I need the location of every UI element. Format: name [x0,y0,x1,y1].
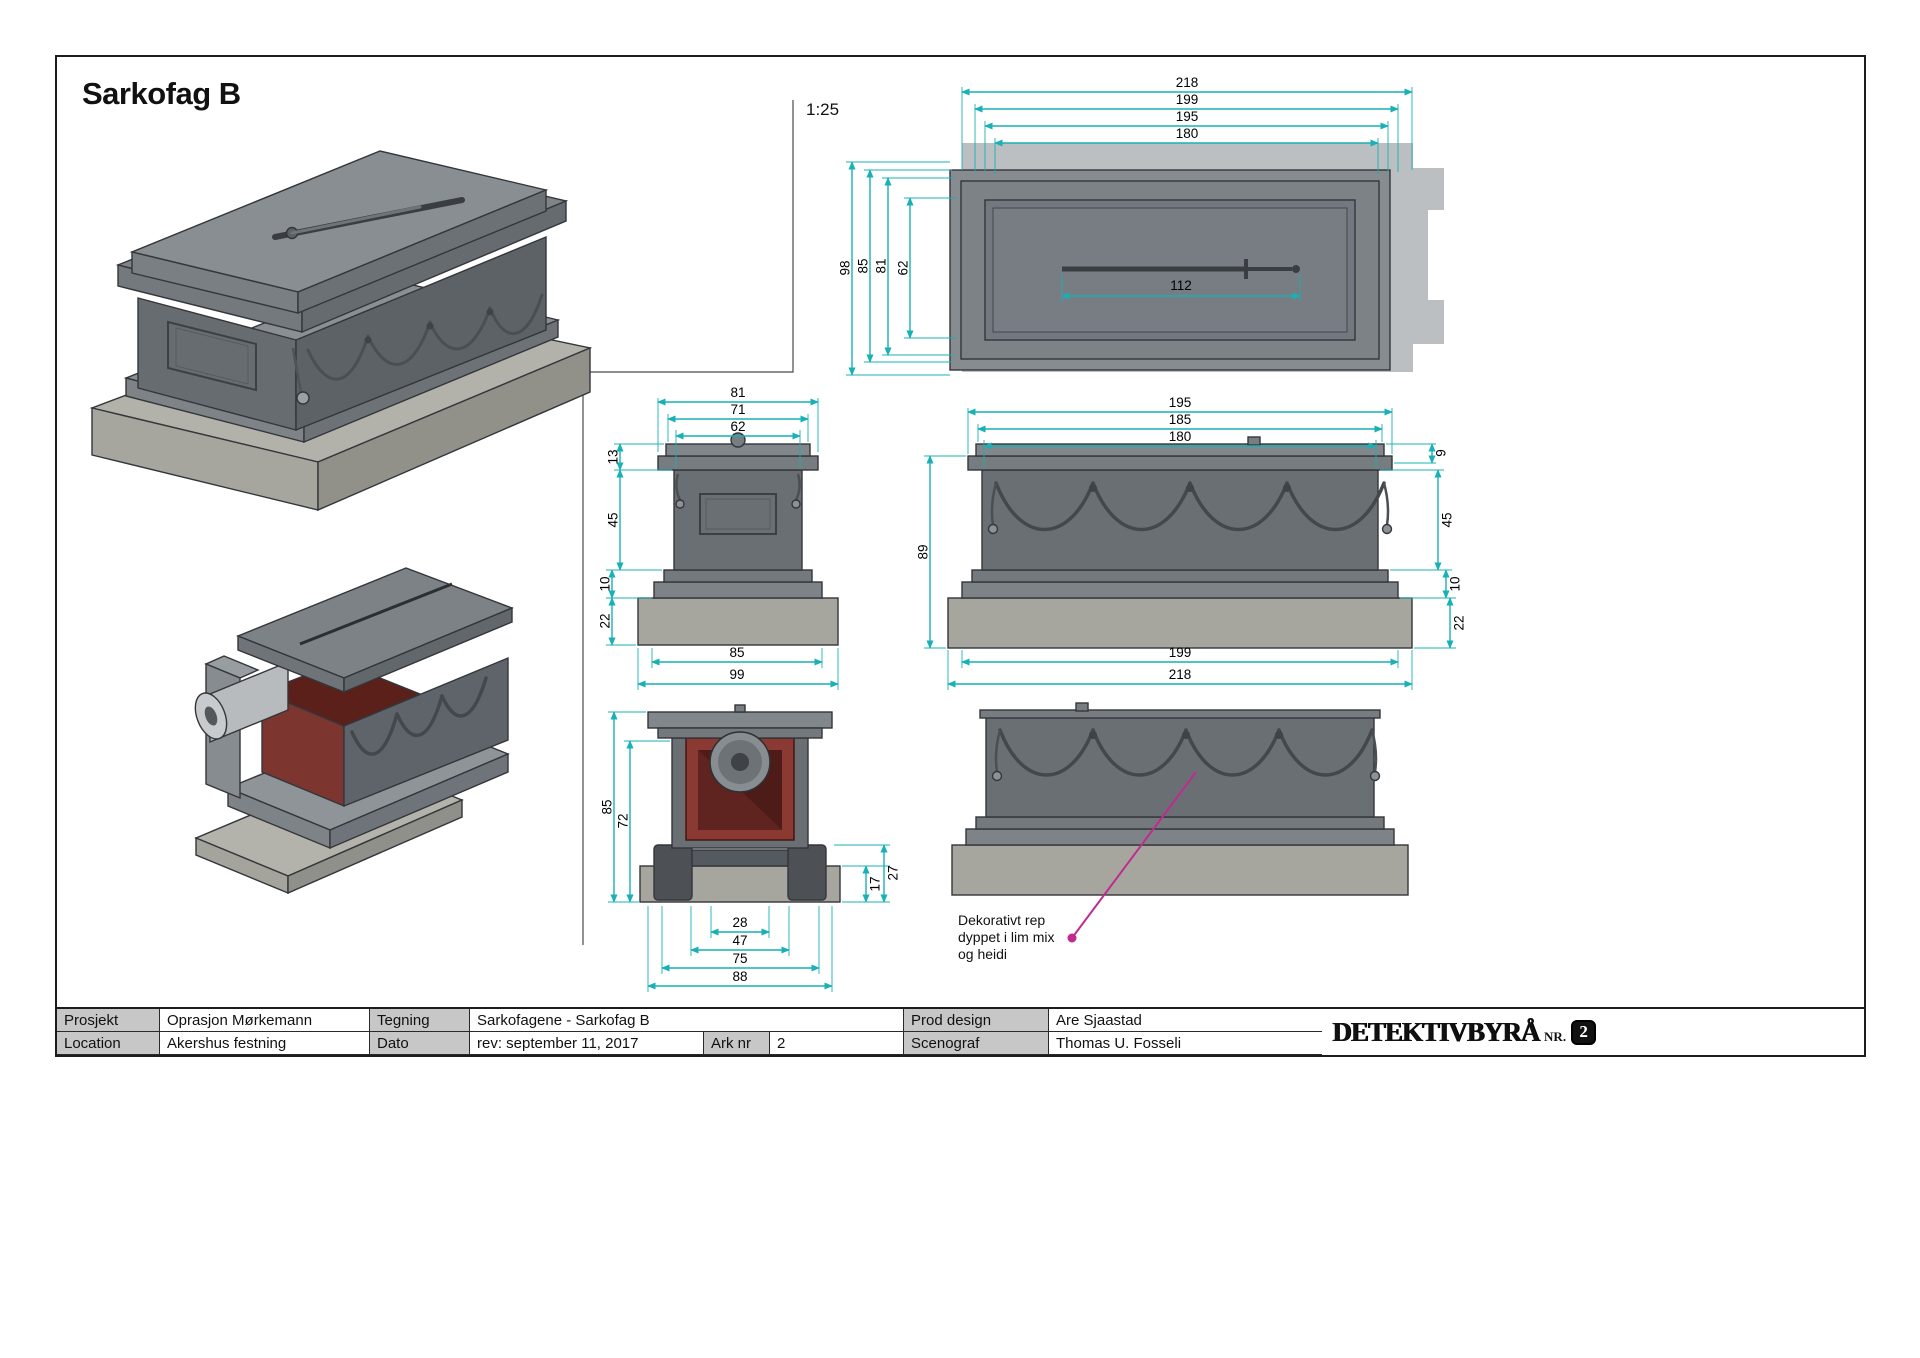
titleblock-value-prod-design: Are Sjaastad [1049,1009,1324,1032]
dim-section-17: 17 [867,876,883,892]
titleblock-label-location: Location [57,1032,160,1055]
dim-plan-195: 195 [1175,109,1199,124]
titleblock-label-tegning: Tegning [370,1009,470,1032]
cutaway-view [194,567,514,895]
scale-label: 1:25 [806,100,840,119]
dim-front-13: 13 [605,449,621,465]
dim-front-10: 10 [597,576,613,592]
dim-front-62: 62 [730,419,746,434]
wheel-left [653,844,693,901]
titleblock-value-location: Akershus festning [160,1032,370,1055]
logo-number-badge: 2 [1571,1019,1597,1045]
dim-side-195: 195 [1168,395,1192,410]
titleblock-label-ark-nr: Ark nr [704,1032,770,1055]
dim-section-27: 27 [885,865,901,881]
skull-ornament [296,391,310,405]
dim-plan-199: 199 [1175,92,1199,107]
dim-front-22: 22 [597,613,613,629]
dim-section-47: 47 [732,933,748,948]
front-view [606,398,839,690]
dim-plan-85: 85 [855,258,871,274]
titleblock-label-dato: Dato [370,1032,470,1055]
logo-text: Detektivbyrå [1332,1016,1540,1047]
dim-section-85: 85 [599,799,615,815]
title-block: Prosjekt Oprasjon Mørkemann Tegning Sark… [55,1007,1326,1057]
dim-front-71: 71 [730,402,746,417]
titleblock-label-prod-design: Prod design [904,1009,1049,1032]
dim-side-22: 22 [1451,615,1467,631]
titleblock-label-scenograf: Scenograf [904,1032,1049,1055]
dim-section-72: 72 [615,813,631,829]
side-view [924,408,1456,690]
titleblock-value-dato: rev: september 11, 2017 [470,1032,704,1055]
dim-side-218: 218 [1168,667,1192,682]
dim-side-199: 199 [1168,645,1192,660]
plan-view [846,87,1444,376]
section-view [608,704,890,992]
annotation-note: Dekorativt rep dyppet i lim mix og heidi [958,912,1054,963]
logo-nr-text: nr. [1544,1029,1567,1044]
page-title: Sarkofag B [82,76,241,111]
dim-side-185: 185 [1168,412,1192,427]
dim-plan-112: 112 [1170,278,1192,293]
titleblock-label-prosjekt: Prosjekt [57,1009,160,1032]
dim-section-28: 28 [732,915,748,930]
annotation-line: Dekorativt rep [958,912,1046,928]
wheel-right [787,844,827,901]
perspective-view [89,150,593,512]
dim-side-45: 45 [1439,512,1455,528]
titleblock-value-scenograf: Thomas U. Fosseli [1049,1032,1324,1055]
titleblock-value-tegning: Sarkofagene - Sarkofag B [470,1009,904,1032]
view-divider [582,100,794,945]
annotation-line: og heidi [958,946,1008,962]
dim-plan-62: 62 [895,260,911,276]
dim-front-45: 45 [605,512,621,528]
dim-front-81: 81 [730,385,746,400]
dim-side-10: 10 [1447,576,1463,592]
dim-section-75: 75 [732,951,748,966]
dim-front-85: 85 [729,645,745,660]
elevation-view [951,702,1409,896]
dim-front-99: 99 [729,667,745,682]
sword-top-view [1062,259,1300,279]
dim-plan-81: 81 [873,258,889,274]
dim-plan-218: 218 [1175,75,1199,90]
dim-section-88: 88 [732,969,748,984]
dim-side-89: 89 [915,544,931,560]
dim-plan-98: 98 [837,260,853,276]
dim-side-180: 180 [1168,429,1192,444]
annotation-line: dyppet i lim mix [958,929,1055,945]
dim-plan-180: 180 [1175,126,1199,141]
dim-side-9: 9 [1433,449,1449,457]
annotation-leader [1067,771,1197,943]
titleblock-value-ark-nr: 2 [770,1032,904,1055]
logo-cell: Detektivbyrå nr. 2 [1322,1007,1866,1057]
titleblock-value-prosjekt: Oprasjon Mørkemann [160,1009,370,1032]
